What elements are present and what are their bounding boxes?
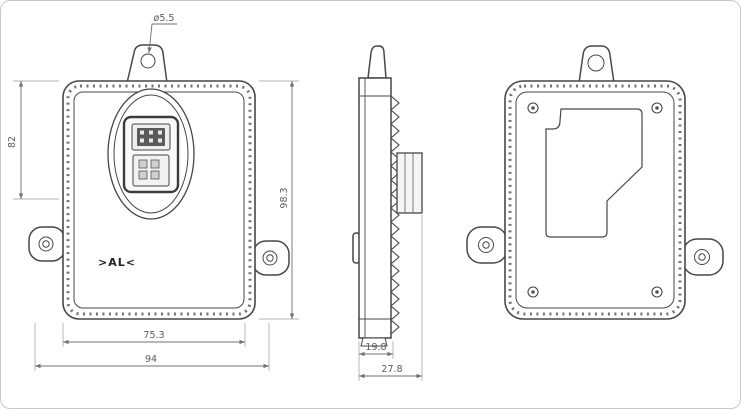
- side-cooling-ribs: [390, 95, 400, 335]
- front-connector-bottom-pins: [138, 159, 160, 180]
- side-bottom-foot: [360, 337, 388, 347]
- front-right-mount-tab: [252, 240, 290, 276]
- dimension-hole-diameter: ø5.5: [147, 13, 177, 54]
- side-connector-block: [396, 152, 423, 214]
- front-right-mount-hole-inner: [266, 254, 274, 262]
- brand-marking: >AL<: [98, 256, 136, 269]
- dimension-front-height-total: 98.3: [259, 80, 299, 320]
- front-connector-bezel-inner: [113, 94, 189, 214]
- side-top-mount-tab: [367, 45, 387, 79]
- dimension-side-depth-body: 19.8: [358, 341, 394, 359]
- back-cover-plate: [515, 91, 675, 309]
- side-view: [352, 45, 423, 347]
- dim-label-82: 82: [7, 136, 18, 148]
- back-left-mount-hole-inner: [482, 241, 490, 249]
- front-left-mount-tab: [28, 226, 66, 262]
- front-body-serration: [66, 84, 252, 316]
- front-top-mount-hole: [140, 53, 156, 69]
- back-right-mount-hole: [694, 249, 710, 265]
- back-left-mount-tab: [466, 226, 508, 264]
- dimension-front-width-inner: 75.3: [62, 323, 246, 347]
- side-body-outline: [358, 77, 392, 339]
- back-body-serration: [508, 84, 682, 316]
- back-view: [466, 45, 724, 320]
- back-cover-screws: [527, 102, 663, 298]
- front-right-mount-hole: [262, 250, 278, 266]
- dimension-side-depth-total: 27.8: [358, 215, 423, 381]
- dimension-front-width-total: 94: [34, 323, 270, 371]
- front-top-mount-tab: [126, 44, 168, 84]
- dim-label-27-8: 27.8: [381, 364, 402, 375]
- front-left-mount-hole: [38, 236, 54, 252]
- dim-label-94: 94: [145, 354, 157, 365]
- front-left-mount-hole-inner: [42, 240, 50, 248]
- back-right-mount-tab: [682, 238, 724, 276]
- front-connector-top-pins: [140, 130, 162, 143]
- back-top-mount-hole: [587, 54, 605, 72]
- back-raised-pad-outline: [545, 108, 643, 238]
- back-right-mount-hole-inner: [698, 253, 706, 261]
- back-left-mount-hole: [478, 237, 494, 253]
- dim-label-19-8: 19.8: [365, 342, 386, 353]
- dimension-front-height-partial: 82: [7, 80, 59, 200]
- dim-label-hole: ø5.5: [154, 13, 175, 24]
- back-top-mount-tab: [578, 45, 615, 84]
- leader-line: [147, 23, 177, 54]
- dim-label-75-3: 75.3: [143, 330, 164, 341]
- dim-label-98-3: 98.3: [279, 187, 290, 208]
- front-view: >AL<: [28, 44, 290, 320]
